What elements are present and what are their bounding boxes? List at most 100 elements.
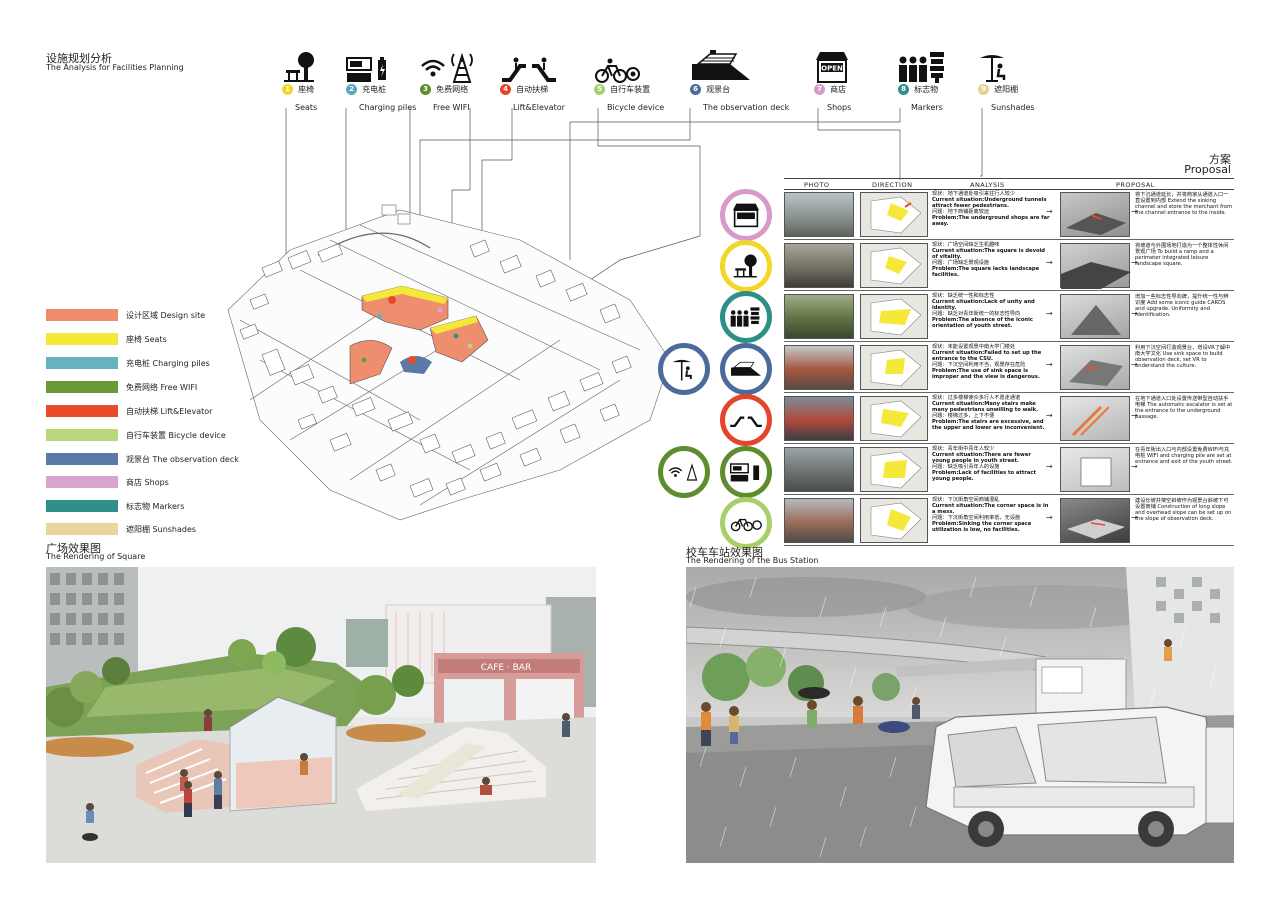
facility-num: 2 — [346, 84, 357, 95]
legend-label: 观景台 The observation deck — [126, 454, 239, 464]
row-observation-icon — [720, 343, 772, 395]
arrow-icon: → — [1131, 513, 1138, 522]
legend-label: 座椅 Seats — [126, 334, 167, 344]
facility-label-en: Sunshades — [991, 103, 1035, 112]
bus-title-en: The Rendering of the Bus Station — [686, 556, 819, 565]
square-title-en: The Rendering of Square — [46, 552, 146, 561]
problem-en: Problem:The underground shops are far aw… — [932, 215, 1050, 228]
problem-cn: 问题：下沉空间利用不当，观景存在危险 — [932, 362, 1026, 369]
row-direction-map — [860, 243, 928, 288]
problem-en: Problem:The absence of the iconic orient… — [932, 317, 1033, 330]
row-escalator-icon — [720, 394, 772, 446]
legend-label: 充电桩 Charging piles — [126, 358, 210, 368]
row-proposal-render — [1060, 294, 1130, 339]
wifi-icon — [420, 48, 500, 84]
situation-en: Current situation:Failed to set up the e… — [932, 350, 1042, 363]
bench-tree-icon — [282, 48, 362, 84]
problem-cn: 问题：缺乏对青年街统一的标志性导向 — [932, 311, 1021, 318]
facility-label-en: The observation deck — [703, 103, 790, 112]
arrow-icon: → — [1131, 462, 1138, 471]
square-title-cn: 广场效果图 — [46, 542, 101, 555]
problem-en: Problem:The use of sink space is imprope… — [932, 368, 1040, 381]
row-photo — [784, 396, 854, 441]
row-proposal-text: 建设长坡并架空斜坡作为观景台斜坡下可设置商铺 Construction of l… — [1135, 498, 1232, 523]
row-proposal-text: 在地下通道入口处设置传送带型自动扶手电梯 The automatic escal… — [1135, 396, 1233, 421]
situation-en: Current situation:The corner space is in… — [932, 503, 1049, 516]
facility-wifi: 3 免费网络 Free WIFI — [420, 48, 500, 113]
header-direction: DIRECTION — [872, 181, 913, 189]
situation-cn: 现状：缺乏统一性和标志性 — [932, 293, 995, 299]
row-proposal-text: 利用下沉空间打造观景台，增设VR了解中南大学文化 Use sink space … — [1135, 345, 1231, 370]
cafe-sign: CAFE · BAR — [481, 663, 531, 673]
legend-label: 自动扶梯 Lift&Elevator — [126, 406, 213, 416]
proposal-title-cn: 方案 — [1209, 153, 1231, 166]
facility-label-cn: 标志物 — [914, 85, 939, 94]
legend-label: 自行车装置 Bicycle device — [126, 430, 226, 440]
arrow-icon: → — [1046, 207, 1053, 216]
problem-cn: 问题：楼梯过多，上下不便 — [932, 413, 995, 420]
header-proposal: PROPOSAL — [1116, 181, 1155, 189]
row-photo — [784, 447, 854, 492]
facility-label-en: Lift&Elevator — [513, 103, 565, 112]
facility-observation: 6 观景台 The observation deck — [690, 48, 800, 113]
row-photo — [784, 345, 854, 390]
facility-shop: OPEN 7 商店 Shops — [814, 48, 894, 113]
facility-num: 1 — [282, 84, 293, 95]
arrow-icon: → — [1046, 513, 1053, 522]
header-photo: PHOTO — [804, 181, 830, 189]
arrow-icon: → — [1131, 258, 1138, 267]
row-wifi-icon — [658, 446, 710, 498]
situation-cn: 现状：下沉街角空间商铺混乱 — [932, 497, 1000, 503]
header-analysis: ANALYSIS — [970, 181, 1005, 189]
row-direction-map — [860, 447, 928, 492]
row-photo — [784, 294, 854, 339]
situation-cn: 现状：青年街中青年人较少 — [932, 446, 995, 452]
facility-escalator: 4 自动扶梯 Lift&Elevator — [500, 48, 580, 113]
row-direction-map — [860, 396, 928, 441]
facility-bicycle: 5 自行车装置 Bicycle device — [594, 48, 674, 113]
arrow-icon: → — [1131, 207, 1138, 216]
row-proposal-text: 将坡道与外围场地打造为一个整体性休闲景观广场 To build a ramp a… — [1135, 243, 1229, 268]
facility-label-en: Free WIFI — [433, 103, 470, 112]
row-proposal-render — [1060, 345, 1130, 390]
legend-label: 免费网络 Free WIFI — [126, 382, 198, 392]
row-photo — [784, 192, 854, 237]
facility-label-cn: 自行车装置 — [610, 85, 651, 94]
situation-cn: 现状：广场空间缺乏生机趣味 — [932, 242, 1000, 248]
legend-label: 设计区域 Design site — [126, 310, 206, 320]
facilities-title-en: The Analysis for Facilities Planning — [46, 63, 184, 72]
situation-cn: 现状：过多楼梯使众多行人不愿走通道 — [932, 395, 1021, 401]
charging-icon — [346, 48, 426, 84]
row-proposal-render — [1060, 498, 1130, 543]
problem-en: Problem:The stairs are excessive, and th… — [932, 419, 1045, 432]
situation-cn: 现状：未能设置观景中南大学门楼处 — [932, 344, 1016, 350]
facility-label-cn: 商店 — [830, 85, 847, 94]
legend-item: 自动扶梯 Lift&Elevator — [46, 405, 406, 417]
arrow-icon: → — [1046, 411, 1053, 420]
facility-num: 4 — [500, 84, 511, 95]
site-axonometric-map — [227, 108, 983, 521]
facility-label-en: Charging piles — [359, 103, 417, 112]
shop-icon: OPEN — [814, 48, 894, 84]
row-proposal-text: 增加一些标志性导向牌，提升统一性与辨识度 Add some iconic gui… — [1135, 294, 1229, 319]
row-bicycle-icon — [720, 497, 772, 549]
legend-item: 自行车装置 Bicycle device — [46, 429, 406, 441]
facility-seats: 1 座椅 Seats — [282, 48, 362, 113]
table-header-rule — [784, 189, 1234, 190]
legend-item: 设计区域 Design site — [46, 309, 406, 321]
legend-item: 免费网络 Free WIFI — [46, 381, 406, 393]
row-photo — [784, 243, 854, 288]
arrow-icon: → — [1131, 411, 1138, 420]
legend-item: 观景台 The observation deck — [46, 453, 406, 465]
facility-label-en: Bicycle device — [607, 103, 665, 112]
table-top-rule — [784, 178, 1234, 179]
legend-label: 遮阳棚 Sunshades — [126, 524, 197, 534]
row-proposal-render — [1060, 192, 1130, 237]
